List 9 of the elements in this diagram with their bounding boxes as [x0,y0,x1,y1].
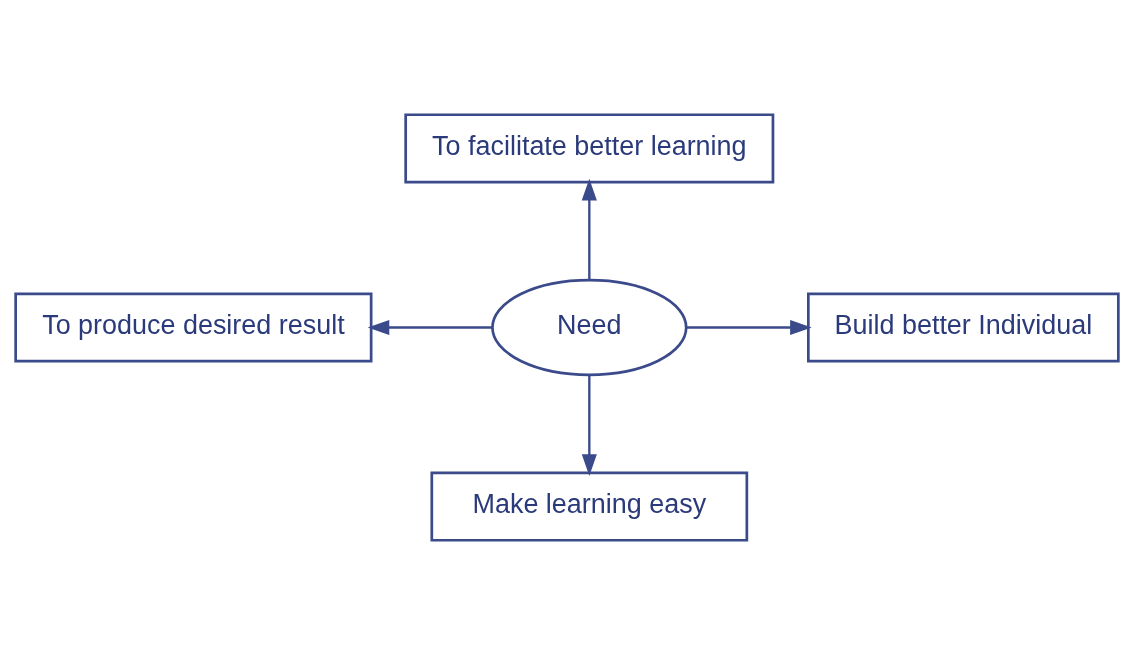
node-box: Build better Individual [807,292,1120,363]
arrow [581,375,597,476]
arrow [367,319,493,336]
node-ellipse: Need [491,278,688,377]
arrow [581,178,597,280]
node-box: To facilitate better learning [404,113,775,184]
node-box: Make learning easy [430,471,749,542]
node-box: To produce desired result [14,292,373,363]
arrow [686,319,812,336]
